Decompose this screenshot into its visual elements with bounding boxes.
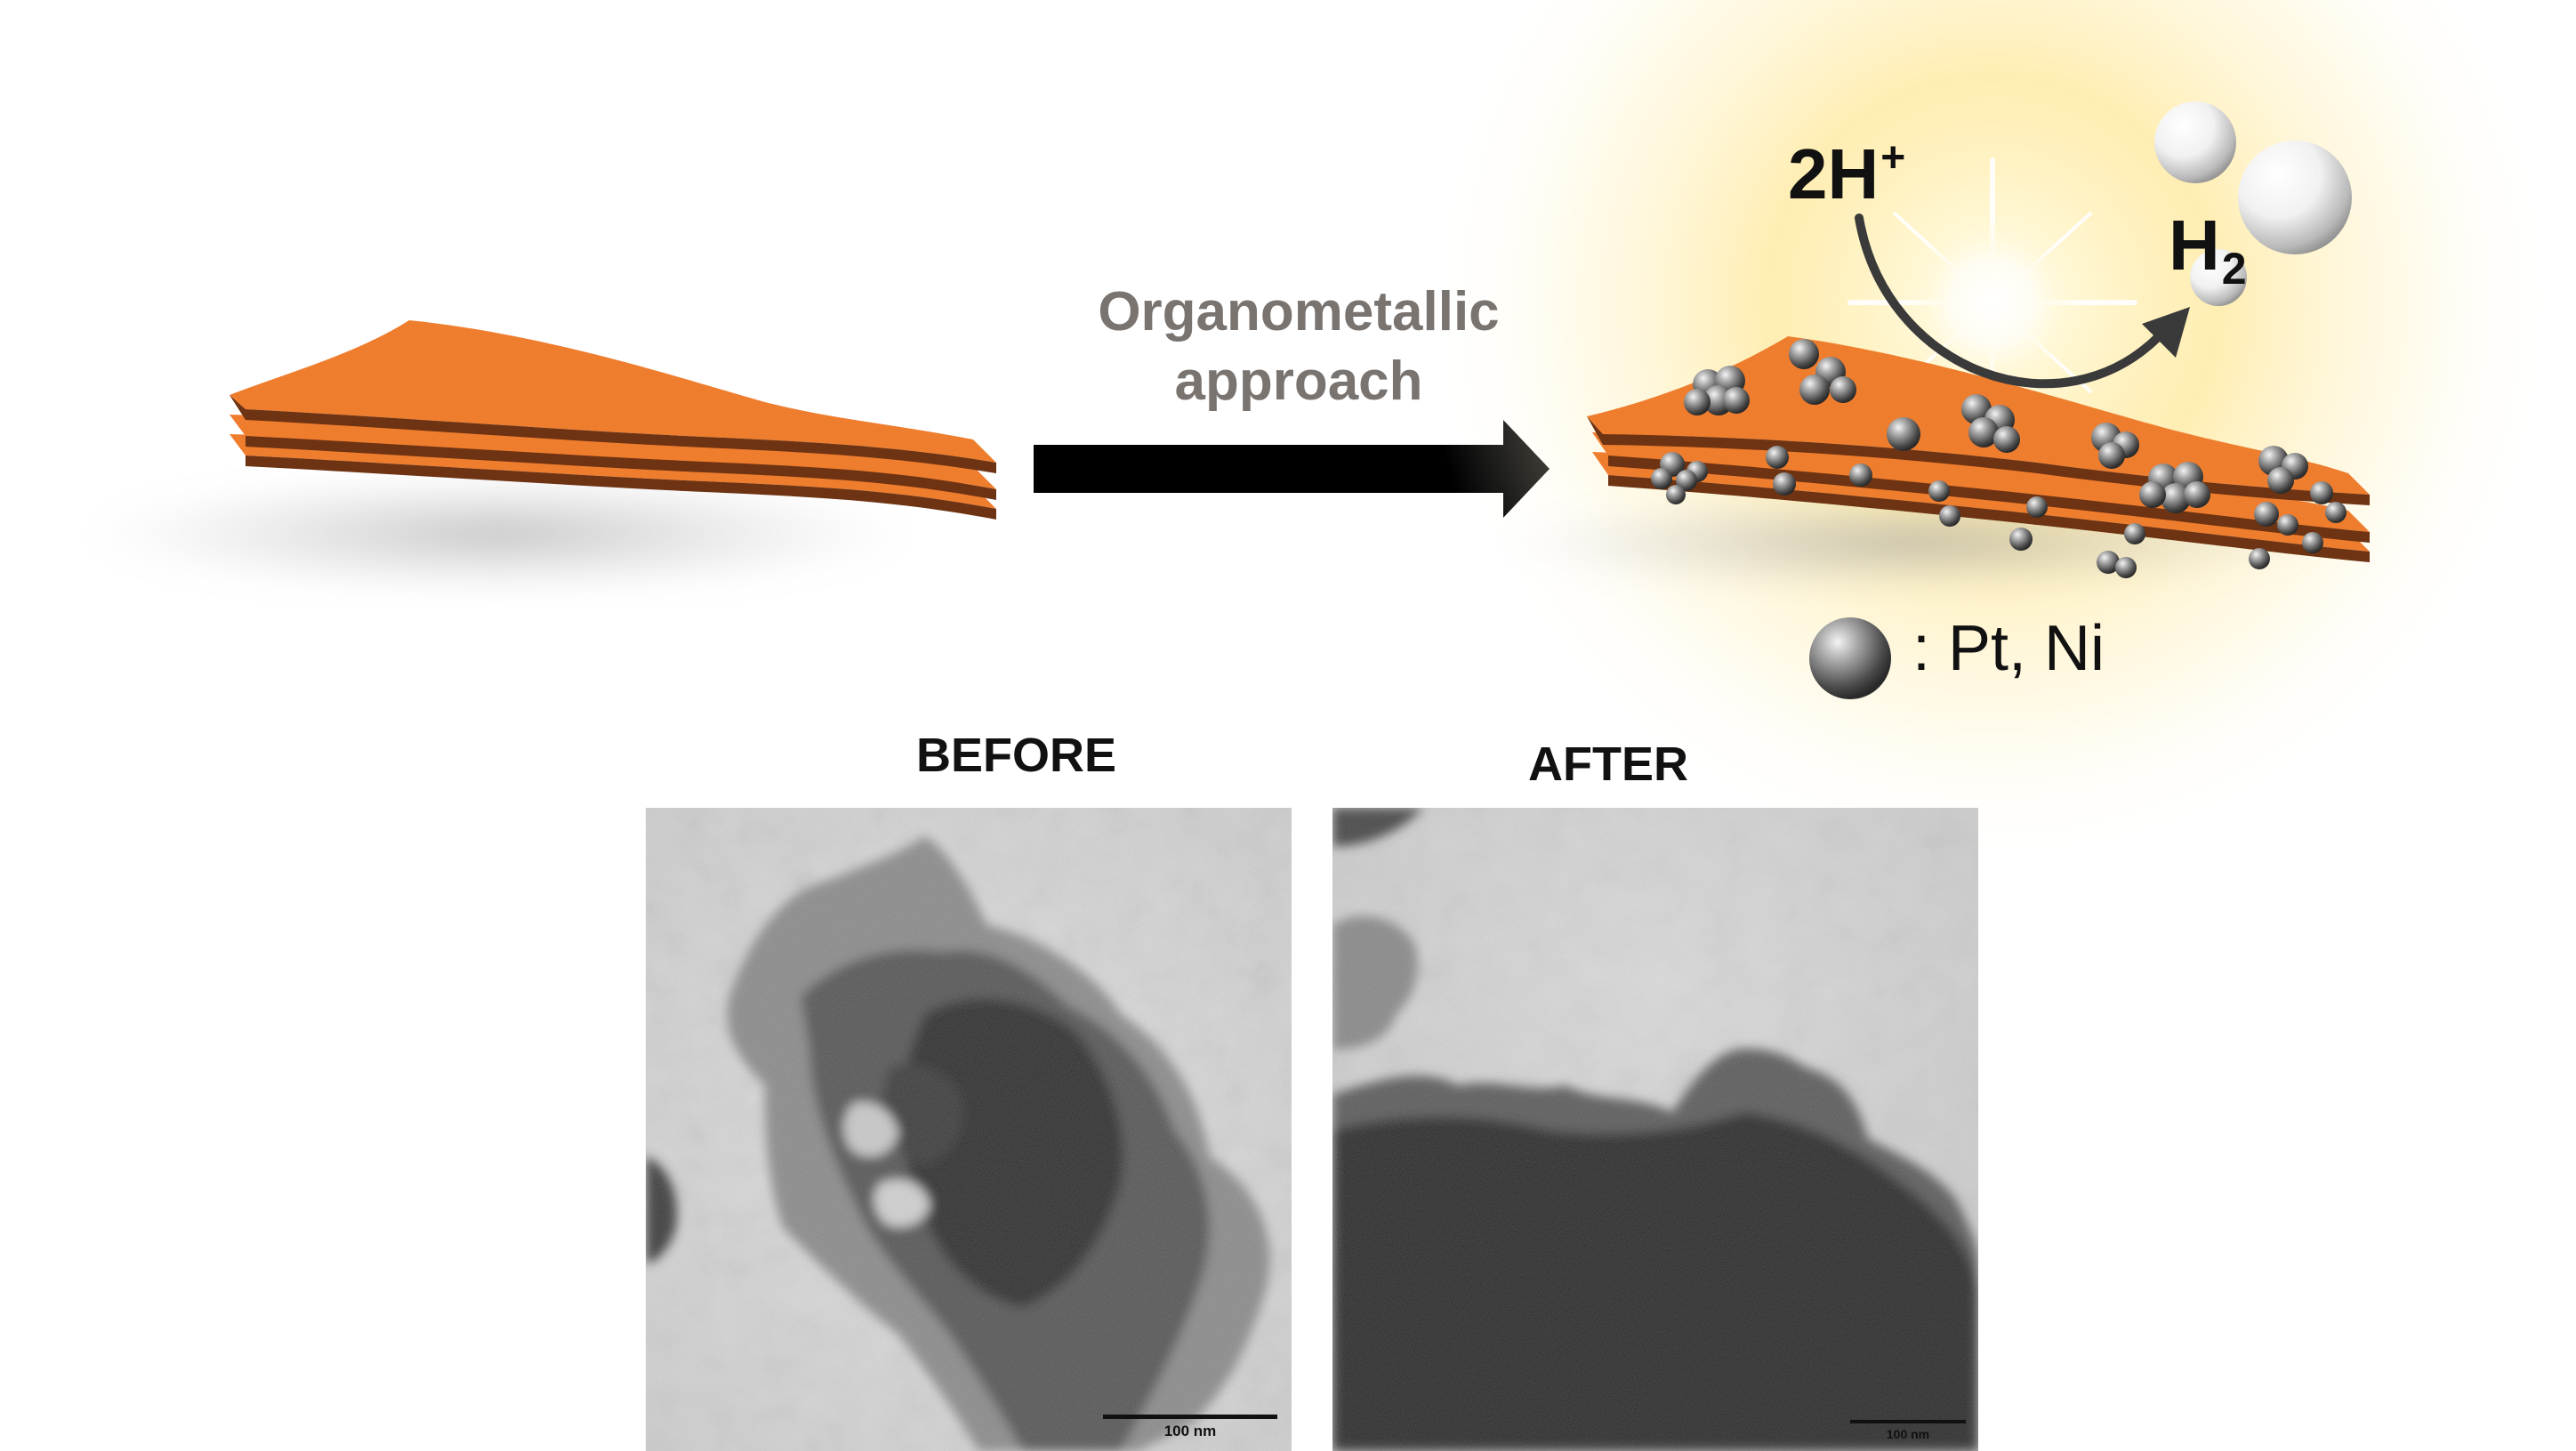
approach-label: Organometallic approach (1014, 278, 1583, 416)
after-scale-bar-line (1850, 1420, 1966, 1423)
proton-charge: + (1880, 134, 1906, 181)
approach-label-line2: approach (1174, 351, 1423, 412)
after-scale-bar-label: 100 nm (1886, 1427, 1930, 1441)
before-scale-bar: 100 nm (1103, 1415, 1277, 1440)
approach-label-line1: Organometallic (1098, 281, 1500, 343)
before-scale-bar-line (1103, 1415, 1277, 1419)
legend-label: : Pt, Ni (1912, 613, 2105, 684)
legend-particle-icon (1809, 617, 1891, 699)
after-scale-bar: 100 nm (1850, 1420, 1966, 1441)
before-title: BEFORE (916, 729, 1117, 782)
hydrogen-symbol: H (2169, 206, 2220, 285)
before-scale-bar-label: 100 nm (1163, 1423, 1217, 1439)
tem-after-image (1332, 808, 1978, 1451)
hydrogen-subscript: 2 (2221, 244, 2247, 294)
proton-label: 2H+ (1788, 133, 1905, 215)
decorated-sheets (1503, 101, 2370, 596)
pristine-sheets (89, 320, 996, 596)
proton-symbol: 2H (1788, 134, 1880, 214)
hydrogen-label: H2 (2169, 205, 2247, 294)
after-title: AFTER (1528, 738, 1688, 791)
tem-before-image (646, 808, 1292, 1451)
